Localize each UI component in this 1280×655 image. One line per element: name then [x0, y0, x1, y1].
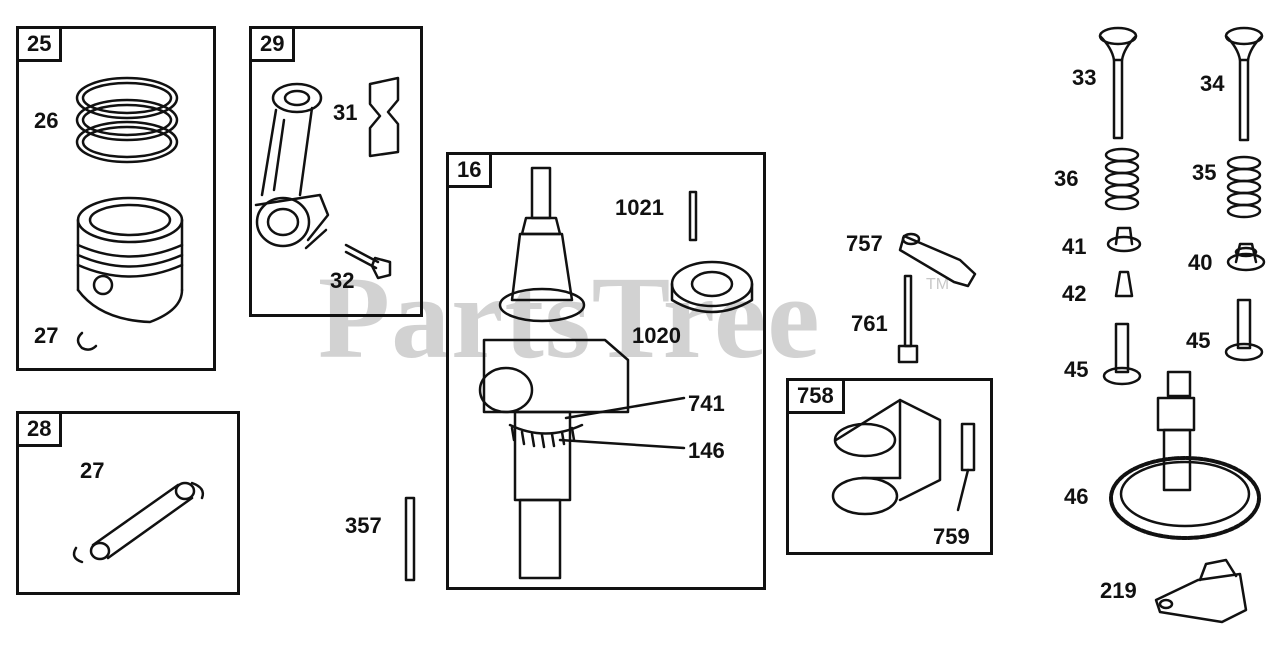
watermark-trademark: TM — [926, 276, 950, 293]
label-46: 46 — [1064, 484, 1089, 509]
label-26: 26 — [34, 108, 59, 133]
rocker-arm-part — [898, 232, 977, 288]
piston-pin-part — [72, 481, 205, 564]
label-34: 34 — [1200, 71, 1225, 96]
crankshaft-part — [478, 166, 630, 580]
label-31: 31 — [333, 100, 358, 125]
rod-bolt-part — [344, 243, 392, 280]
label-146: 146 — [688, 438, 725, 463]
tappet-45b-part — [1224, 298, 1264, 362]
frame-29-tag: 29 — [249, 26, 296, 62]
piston-rings-part — [75, 76, 179, 164]
frame-16-crankshaft: 16 — [446, 152, 766, 590]
label-219: 219 — [1100, 578, 1137, 603]
label-35: 35 — [1192, 160, 1217, 185]
label-757: 757 — [846, 231, 883, 256]
tappet-45a-part — [1102, 322, 1142, 386]
spring-retainer-41-part — [1106, 226, 1142, 253]
rod-dipper-part — [368, 76, 400, 158]
valve-keeper-part — [1114, 270, 1134, 298]
frame-28-piston-pin: 28 — [16, 411, 240, 595]
label-741: 741 — [688, 391, 725, 416]
intake-valve-part — [1224, 26, 1264, 142]
piston-part — [76, 196, 184, 324]
valve-spring-35-part — [1226, 155, 1262, 219]
push-rod-part — [897, 274, 919, 364]
label-40: 40 — [1188, 250, 1213, 275]
crank-pin-part — [688, 190, 698, 242]
label-41: 41 — [1062, 234, 1087, 259]
frame-29-connecting-rod: 29 — [249, 26, 423, 317]
crank-washer-part — [670, 260, 754, 314]
frame-758-rocker: 758 — [786, 378, 993, 555]
label-357: 357 — [345, 513, 382, 538]
frame-758-tag: 758 — [786, 378, 845, 414]
label-42: 42 — [1062, 281, 1087, 306]
frame-28-tag: 28 — [16, 411, 63, 447]
governor-part — [1154, 558, 1248, 624]
camshaft-part — [1109, 370, 1261, 540]
bracket-pin-part — [960, 422, 976, 472]
frame-16-tag: 16 — [446, 152, 493, 188]
label-1021: 1021 — [615, 195, 664, 220]
valve-spring-36-part — [1104, 147, 1140, 211]
label-27-piston: 27 — [34, 323, 59, 348]
retaining-clip-part — [76, 331, 98, 351]
label-27-pin: 27 — [80, 458, 105, 483]
frame-25-piston-assembly: 25 — [16, 26, 216, 371]
label-45-left: 45 — [1064, 357, 1089, 382]
label-1020: 1020 — [632, 323, 681, 348]
shaft-pin-part — [404, 496, 416, 582]
spring-retainer-40-part — [1226, 242, 1266, 272]
rocker-bracket-part — [831, 398, 942, 516]
label-33: 33 — [1072, 65, 1097, 90]
exhaust-valve-part — [1098, 26, 1138, 140]
label-32: 32 — [330, 268, 355, 293]
frame-25-tag: 25 — [16, 26, 63, 62]
label-36: 36 — [1054, 166, 1079, 191]
connecting-rod-part — [254, 82, 330, 250]
label-759: 759 — [933, 524, 970, 549]
label-45-right: 45 — [1186, 328, 1211, 353]
label-761: 761 — [851, 311, 888, 336]
